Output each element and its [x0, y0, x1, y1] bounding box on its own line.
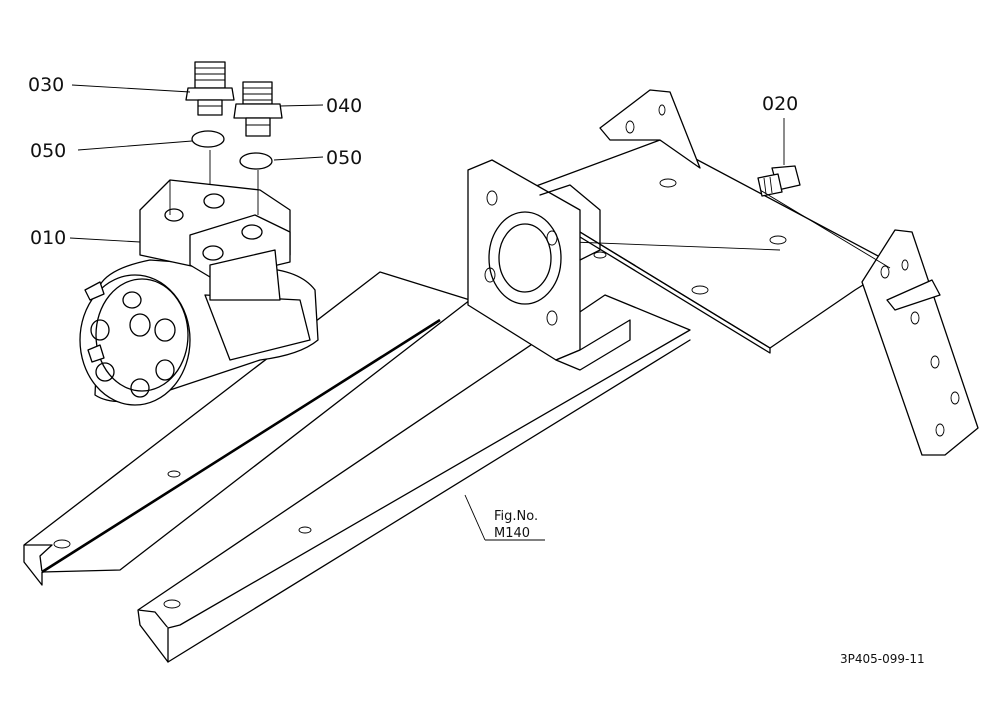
rail-lower: [137, 294, 691, 663]
right-bracket: [861, 229, 979, 456]
figure-ref-line2: M140: [494, 526, 530, 541]
o-ring-050-right: [239, 152, 273, 170]
callout-010: 010: [30, 227, 66, 249]
figure-ref-line1: Fig.No.: [494, 509, 538, 524]
adapter-fitting-030: [185, 61, 235, 116]
callout-030: 030: [28, 74, 64, 96]
steering-unit: [79, 179, 319, 406]
upper-tab-bracket: [599, 89, 701, 169]
leader-lines: [69, 84, 891, 541]
flange-bracket: [467, 159, 631, 371]
callout-050-left: 050: [30, 140, 66, 162]
callout-020: 020: [762, 93, 798, 115]
rail-upper: [23, 271, 471, 586]
drawing-code: 3P405-099-11: [840, 652, 925, 666]
o-ring-050-left: [191, 130, 225, 148]
adapter-fitting-040: [233, 81, 283, 137]
bolt-020: [757, 165, 801, 197]
callout-050-right: 050: [326, 147, 362, 169]
callout-040: 040: [326, 95, 362, 117]
